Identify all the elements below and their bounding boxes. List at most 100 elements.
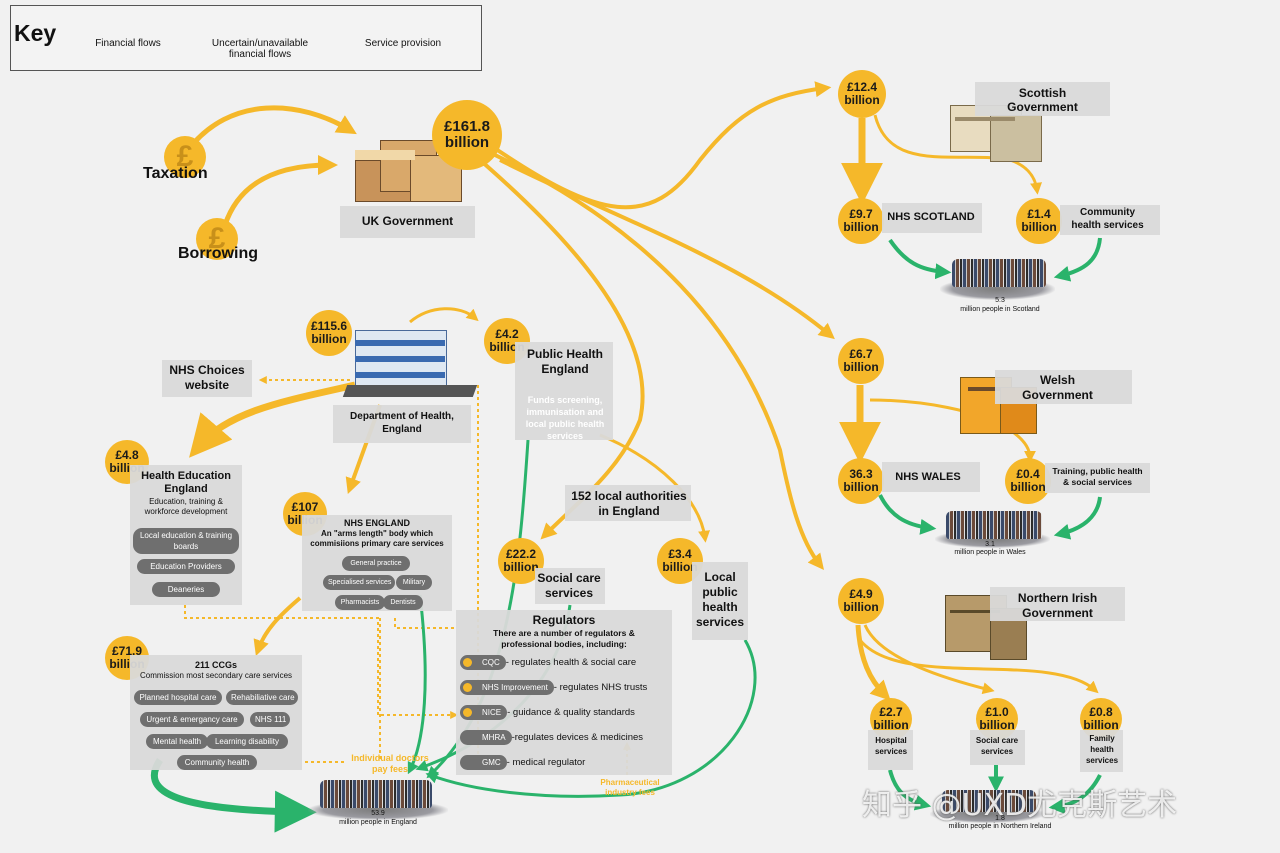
ni-hospital-unit: billion (873, 718, 909, 732)
ccg-item-learning-disability: Learning disability (206, 734, 288, 749)
social-care-amount: £22.2 (505, 547, 536, 562)
wales-training-label: Training, public health& social services (1052, 466, 1143, 487)
doh-amount: £115.6 (310, 319, 348, 334)
ccg-item-community-health: Community health (177, 755, 257, 770)
nhs-wales-amount: 36.3 (849, 467, 873, 482)
wales-training-unit: billion (1010, 480, 1046, 494)
scotland-total-unit: billion (844, 93, 880, 107)
ni-social-amount: £1.0 (985, 705, 1009, 720)
nhse-label: NHS ENGLAND (343, 518, 410, 528)
scotland-people-icon (952, 259, 1046, 287)
nhs-wales-unit: billion (843, 480, 879, 494)
scotland-population-label: million people in Scotland (960, 306, 1040, 313)
wales-people-icon (946, 511, 1042, 539)
social-care-box (535, 568, 605, 604)
ni-family-unit: billion (1083, 718, 1119, 732)
regulator-dot-icon (463, 683, 472, 692)
wales-training-box (1045, 463, 1150, 493)
wales-total-amount: £6.7 (849, 347, 873, 362)
nhs-scotland-label: NHS SCOTLAND (887, 211, 975, 223)
nhse-item-specialised-services: Specialised services (323, 575, 395, 590)
scottish-government-box (975, 82, 1110, 116)
uk-total-unit: billion (444, 134, 490, 151)
phe-amount: £4.2 (495, 327, 519, 342)
ni-family-amount: £0.8 (1089, 705, 1113, 720)
ni-government-box (990, 587, 1125, 621)
hee-item-education-providers: Education Providers (137, 559, 235, 574)
regulator-mhra-desc: -regulates devices & medicines (511, 732, 644, 743)
doh-unit: billion (311, 332, 347, 346)
regulator-nice-pill: NICE (460, 705, 508, 720)
social-care-unit: billion (503, 560, 539, 574)
doh-label: Department of Health,England (350, 411, 454, 435)
regulator-row-mhra: MHRA-regulates devices & medicines (460, 730, 643, 745)
ni-social-box (970, 730, 1025, 765)
pound-coin-icon: £ (164, 136, 206, 178)
wales-training-amount: £0.4 (1016, 467, 1040, 482)
nhse-item-pharmacists: Pharmacists (335, 595, 385, 610)
regulator-row-gmc: GMC- medical regulator (460, 755, 585, 770)
ccg-label: 211 CCGs (194, 660, 238, 670)
nhs-wales-box (882, 462, 980, 492)
regulator-gmc-desc: - medical regulator (506, 757, 586, 768)
wales-total-unit: billion (843, 360, 879, 374)
key-title: Key (14, 20, 57, 46)
local-public-health-box (692, 562, 748, 640)
ccg-item-rehabilitative: Rehabiliative care (226, 690, 298, 705)
england-population-number: 53.9 (371, 810, 385, 817)
ni-population-number: 1.8 (995, 815, 1005, 822)
phe-box (515, 342, 613, 440)
ccg-amount: £71.9 (111, 644, 142, 659)
ccg-item-nhs-111: NHS 111 (250, 712, 290, 727)
regulator-row-cqc: CQC- regulates health & social care (460, 655, 636, 670)
nhse-item-general-practice: General practice (342, 556, 410, 571)
nhs-wales-label: NHS WALES (895, 471, 961, 483)
scotland-total-amount: £12.4 (846, 80, 877, 95)
key-uncertain-label: Uncertain/unavailable financial flows (211, 38, 309, 60)
scotland-community-unit: billion (1021, 220, 1057, 234)
department-of-health-building-icon (342, 320, 478, 405)
watermark: 知乎 @UXD尤克斯艺术 (862, 788, 1178, 823)
ni-total-amount: £4.9 (849, 587, 873, 602)
scotland-community-box (1060, 205, 1160, 235)
pound-coin-icon: £ (196, 218, 238, 260)
scotland-population-number: 5.3 (995, 297, 1005, 304)
nhse-item-military: Military (396, 575, 432, 590)
ni-hospital-amount: £2.7 (879, 705, 903, 720)
scotland-community-amount: £1.4 (1027, 207, 1051, 222)
local-public-health-unit: billion (662, 560, 698, 574)
uk-government-building-icon (355, 130, 465, 210)
england-people-icon (320, 780, 432, 808)
borrowing-label: Borrowing (178, 245, 258, 262)
england-population-label: million people in England (339, 819, 417, 826)
key-financial-label: Financial flows (95, 38, 161, 49)
hee-item-deaneries: Deaneries (152, 582, 220, 597)
nhs-scotland-box (882, 203, 982, 233)
hee-amount: £4.8 (115, 448, 139, 463)
ni-population-label: million people in Northern Ireland (948, 823, 1052, 830)
nhse-amount: £107 (291, 500, 319, 515)
ccg-description: Commission most secondary care services (139, 671, 293, 680)
regulator-nice-desc: - guidance & quality standards (507, 707, 635, 718)
nhs-choices-box (162, 360, 252, 397)
doh-box (333, 405, 471, 443)
ccg-item-urgent-emergency: Urgent & emergancy care (140, 712, 244, 727)
ni-people-icon (942, 790, 1036, 812)
regulator-mhra-pill: MHRA (460, 730, 512, 745)
